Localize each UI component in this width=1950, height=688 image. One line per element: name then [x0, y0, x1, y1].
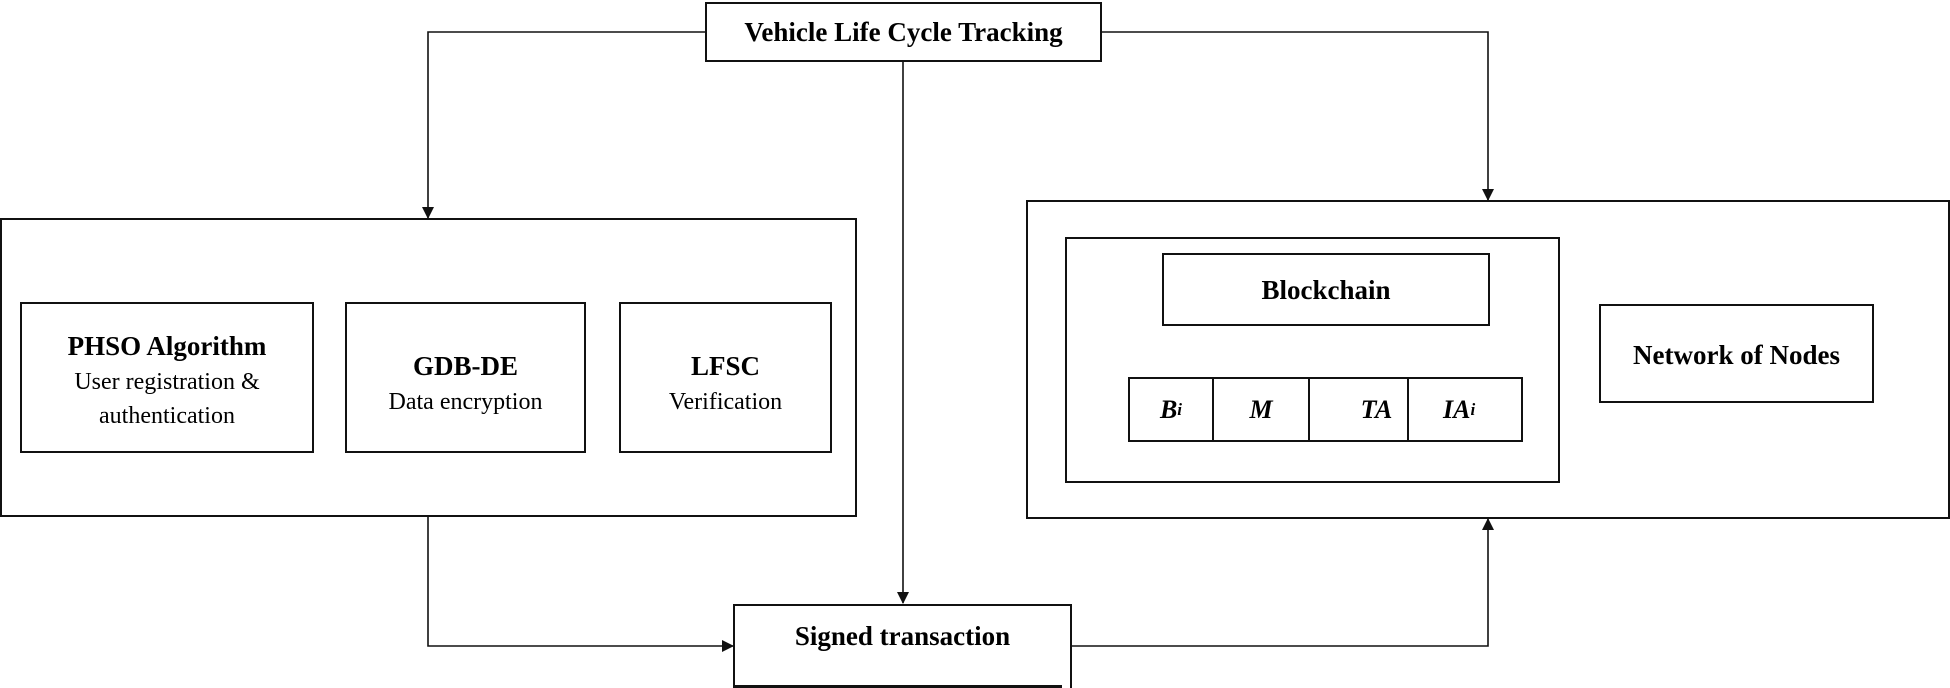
signed-transaction-label: Signed transaction [794, 621, 1011, 651]
phso-line2: authentication [99, 403, 235, 429]
gdb-de-title: GDB-DE [412, 351, 518, 381]
network-of-nodes-label: Network of Nodes [1633, 340, 1840, 370]
phso-title: PHSO Algorithm [67, 331, 267, 361]
gdb-de-box: GDB-DE Data encryption [345, 302, 586, 453]
arrow-top-to-left-panel [422, 31, 705, 219]
lfsc-subtitle: Verification [668, 389, 783, 415]
blockchain-label-box: Blockchain [1162, 253, 1490, 326]
vehicle-life-cycle-box: Vehicle Life Cycle Tracking [705, 2, 1102, 62]
arrow-signed-to-right [1072, 518, 1494, 647]
lfsc-box: LFSC Verification [619, 302, 832, 453]
arrow-top-to-right-panel [1100, 31, 1494, 201]
phso-line1: User registration & [74, 369, 260, 395]
field-ta: TA [1310, 379, 1409, 440]
blockchain-label: Blockchain [1261, 275, 1391, 305]
vehicle-life-cycle-label: Vehicle Life Cycle Tracking [744, 17, 1063, 47]
gdb-de-subtitle: Data encryption [388, 389, 543, 415]
network-of-nodes-box: Network of Nodes [1599, 304, 1874, 403]
lfsc-title: LFSC [690, 351, 761, 381]
phso-algorithm-box: PHSO Algorithm User registration & authe… [20, 302, 314, 453]
field-m: M [1214, 379, 1310, 440]
signed-transaction-bottom-edge [733, 685, 1062, 688]
signed-transaction-box: Signed transaction [733, 604, 1072, 688]
arrow-left-to-signed [427, 516, 734, 652]
